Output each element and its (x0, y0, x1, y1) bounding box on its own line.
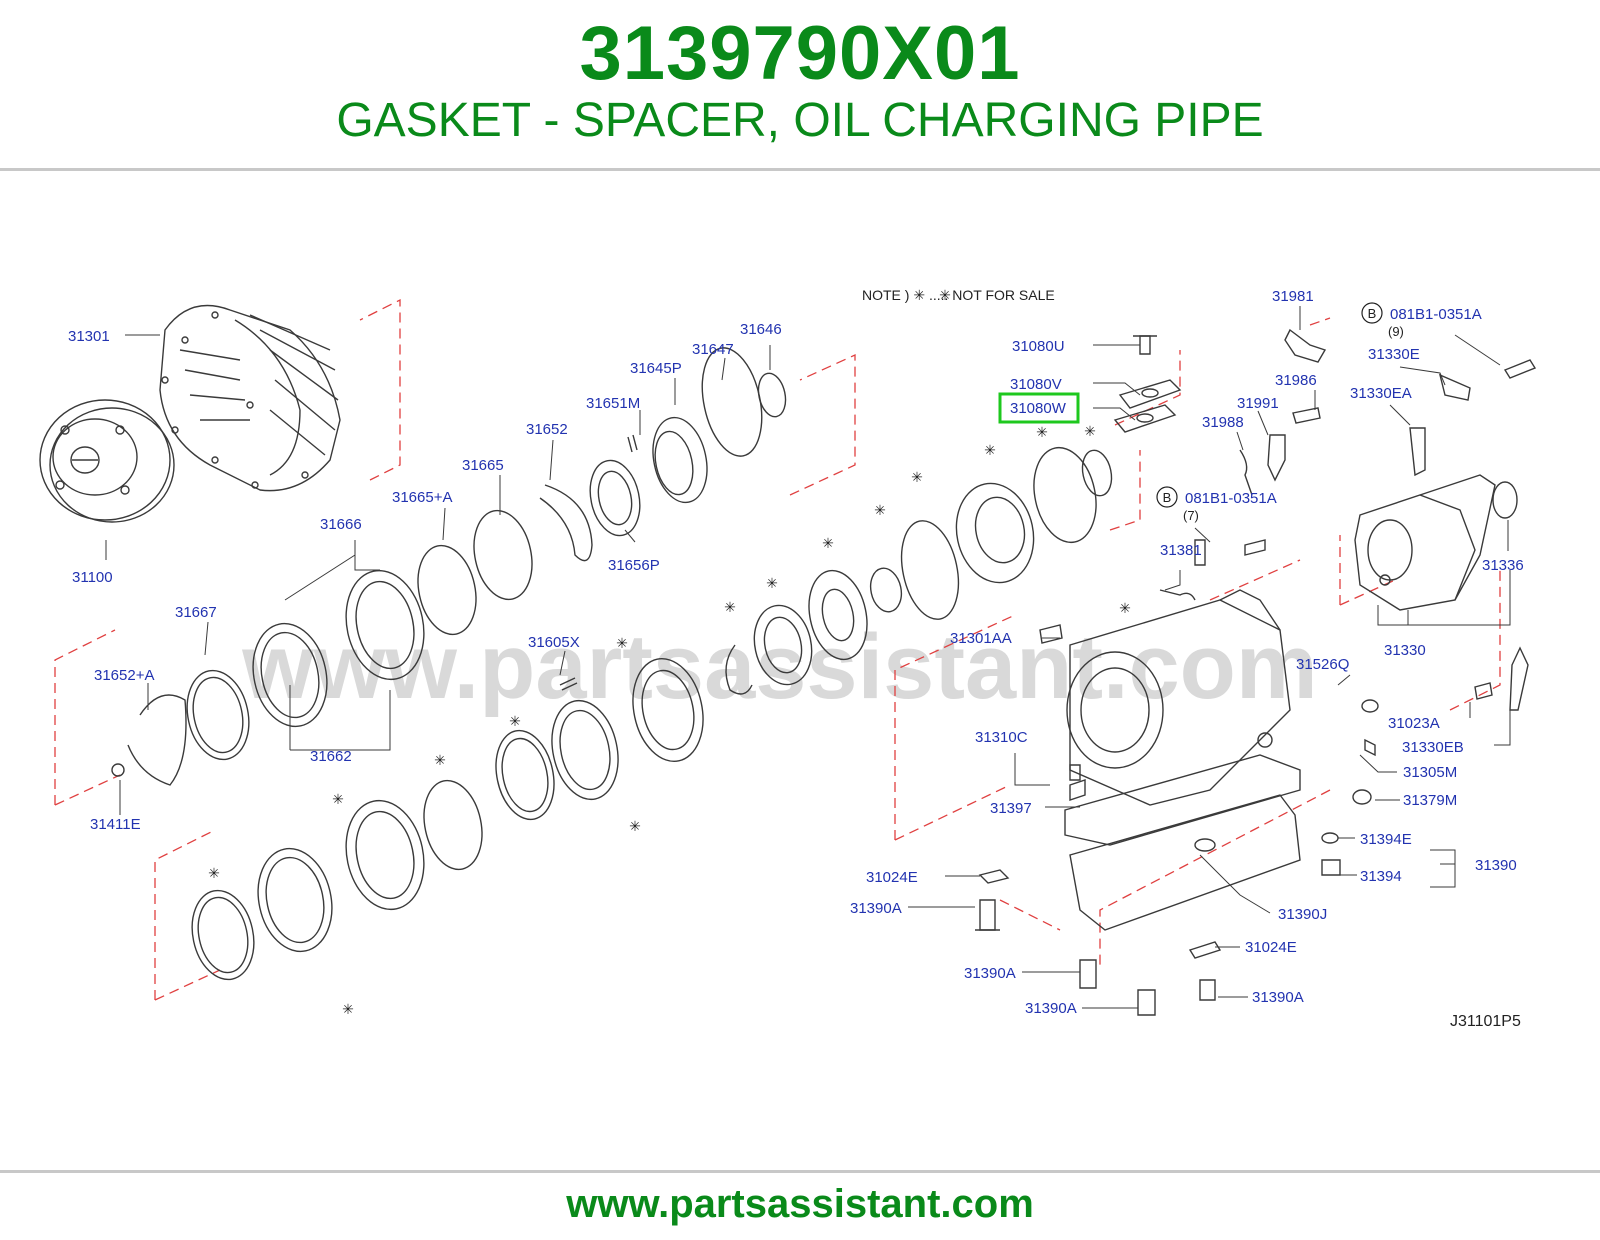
callout-label[interactable]: 31665 (462, 457, 504, 474)
dashed-guides (54, 298, 1501, 1001)
not-for-sale-markers: ✳ ✳ ✳ ✳ ✳ ✳ ✳ ✳ ✳ ✳ ✳ ✳ ✳ ✳ ✳ ✳ ✳ (208, 287, 1131, 1017)
bolt-marker-b: B (1368, 306, 1377, 321)
svg-text:✳: ✳ (342, 1001, 354, 1017)
callout-label[interactable]: 31301 (68, 328, 110, 345)
clutch-pack-left (111, 347, 787, 786)
diagram-code: J31101P5 (1450, 1013, 1521, 1030)
callout-label[interactable]: 31988 (1202, 414, 1244, 431)
svg-text:✳: ✳ (939, 287, 951, 303)
callout-label[interactable]: 31986 (1275, 372, 1317, 389)
bolt-marker-b: B (1163, 490, 1172, 505)
callout-label[interactable]: 31330EB (1402, 739, 1464, 756)
footer-divider (0, 1170, 1600, 1173)
svg-text:✳: ✳ (1084, 423, 1096, 439)
callout-label[interactable]: 31665+A (392, 489, 452, 506)
svg-text:✳: ✳ (766, 575, 778, 591)
svg-text:✳: ✳ (616, 635, 628, 651)
svg-text:✳: ✳ (724, 599, 736, 615)
callout-label[interactable]: 081B1-0351A (1390, 306, 1482, 323)
callout-label[interactable]: 31305M (1403, 764, 1457, 781)
callout-label[interactable]: 31397 (990, 800, 1032, 817)
callout-label[interactable]: 31330E (1368, 346, 1420, 363)
callout-label[interactable]: 31301AA (950, 630, 1012, 647)
callout-label[interactable]: 31024E (866, 869, 918, 886)
callout-label[interactable]: 31656P (608, 557, 660, 574)
callout-label[interactable]: 31379M (1403, 792, 1457, 809)
page-header: 3139790X01 GASKET - SPACER, OIL CHARGING… (0, 0, 1600, 168)
svg-text:✳: ✳ (208, 865, 220, 881)
callout-label[interactable]: 31651M (586, 395, 640, 412)
transmission-case-drawing (1039, 539, 1379, 931)
svg-text:✳: ✳ (434, 752, 446, 768)
callout-label[interactable]: 31981 (1272, 288, 1314, 305)
callout-label[interactable]: 31394 (1360, 868, 1402, 885)
callout-label[interactable]: 31080V (1010, 376, 1062, 393)
svg-text:✳: ✳ (984, 442, 996, 458)
callout-label[interactable]: 31991 (1237, 395, 1279, 412)
callout-label[interactable]: 31652 (526, 421, 568, 438)
leader-lines (105, 306, 1511, 1009)
callout-label[interactable]: 31390A (1252, 989, 1304, 1006)
svg-text:✳: ✳ (332, 791, 344, 807)
clutch-pack-center (191, 446, 1113, 981)
callout-label[interactable]: 31667 (175, 604, 217, 621)
svg-text:✳: ✳ (1119, 600, 1131, 616)
callout-label[interactable]: 31390 (1475, 857, 1517, 874)
watermark: www.partsassistant.com (241, 616, 1317, 718)
svg-text:✳: ✳ (874, 502, 886, 518)
callout-label[interactable]: 31023A (1388, 715, 1440, 732)
callout-label[interactable]: 31647 (692, 341, 734, 358)
callout-label[interactable]: 31390A (850, 900, 902, 917)
callout-label[interactable]: 081B1-0351A (1185, 490, 1277, 507)
callout-label[interactable]: 31080U (1012, 338, 1065, 355)
callout-label[interactable]: 31662 (310, 748, 352, 765)
callout-label: (7) (1183, 508, 1199, 523)
svg-text:✳: ✳ (1036, 424, 1048, 440)
callout-label[interactable]: 31526Q (1296, 656, 1349, 673)
torque-converter-drawing (39, 399, 175, 523)
callout-label[interactable]: 31330 (1384, 642, 1426, 659)
header-divider (0, 168, 1600, 171)
exploded-parts-diagram: www.partsassistant.com (0, 270, 1600, 1070)
bolt-reference-markers (1156, 302, 1383, 508)
callout-label[interactable]: 31080W (1010, 400, 1067, 417)
callout-label[interactable]: 31394E (1360, 831, 1412, 848)
not-for-sale-note: NOTE ) ✳ ..... NOT FOR SALE (862, 287, 1055, 303)
callout-label[interactable]: 31310C (975, 729, 1028, 746)
callout-label[interactable]: 31390A (1025, 1000, 1077, 1017)
svg-text:✳: ✳ (822, 535, 834, 551)
gasket-parts-drawing (1113, 328, 1537, 601)
svg-text:✳: ✳ (629, 818, 641, 834)
callout-label: (9) (1388, 324, 1404, 339)
extension-housing-drawing (1354, 474, 1529, 711)
svg-text:✳: ✳ (911, 469, 923, 485)
callout-label[interactable]: 31336 (1482, 557, 1524, 574)
callout-label[interactable]: 31381 (1160, 542, 1202, 559)
callout-label[interactable]: 31330EA (1350, 385, 1412, 402)
callout-label[interactable]: 31411E (90, 816, 141, 833)
svg-text:✳: ✳ (509, 713, 521, 729)
callout-label[interactable]: 31652+A (94, 667, 154, 684)
pan-bolts-drawing (975, 869, 1222, 1016)
part-description: GASKET - SPACER, OIL CHARGING PIPE (336, 94, 1264, 147)
converter-housing-drawing (159, 304, 341, 492)
callout-label[interactable]: 31646 (740, 321, 782, 338)
callout-label[interactable]: 31390J (1278, 906, 1327, 923)
callout-labels: 31301 31100 31646 31647 31645P 31651M 31… (68, 288, 1524, 1017)
footer-website-link[interactable]: www.partsassistant.com (566, 1182, 1034, 1226)
callout-label[interactable]: 31024E (1245, 939, 1297, 956)
callout-label[interactable]: 31605X (528, 634, 580, 651)
callout-label[interactable]: 31645P (630, 360, 682, 377)
callout-label[interactable]: 31100 (72, 569, 113, 586)
callout-label[interactable]: 31666 (320, 516, 362, 533)
highlight-frame (998, 392, 1080, 424)
part-number-title: 3139790X01 (579, 11, 1021, 96)
callout-label[interactable]: 31390A (964, 965, 1016, 982)
